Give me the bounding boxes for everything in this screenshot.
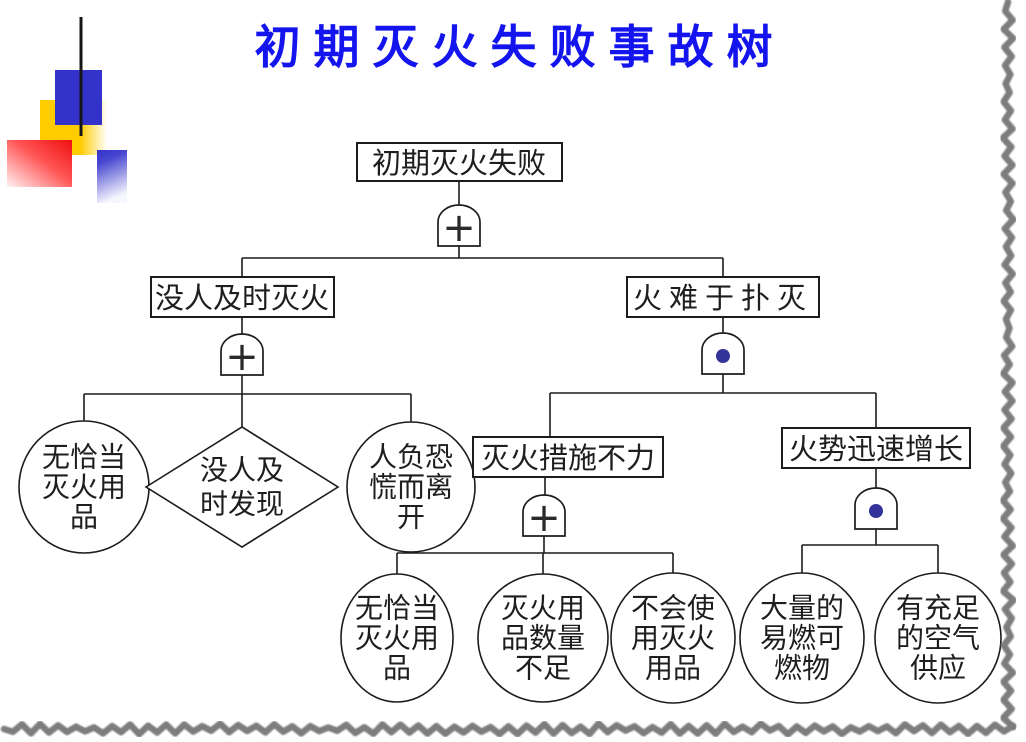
and-gate-dot-icon bbox=[869, 504, 883, 518]
event-label-line: 慌而离 bbox=[369, 471, 453, 504]
deco-red-square bbox=[7, 140, 72, 187]
event-label: 火难于扑灭 bbox=[633, 281, 813, 315]
event-label-line: 没人及 bbox=[200, 454, 284, 487]
connector bbox=[396, 477, 674, 575]
node-fire-grows-rapidly: 火势迅速增长 bbox=[781, 427, 971, 469]
node-fire-hard-to-extinguish: 火难于扑灭 bbox=[626, 276, 820, 318]
node-no-one-discovers-in-time: 没人及 时发现 bbox=[144, 426, 340, 548]
event-label-line: 品 bbox=[70, 501, 98, 534]
event-label: 灭火措施不力 bbox=[481, 441, 655, 475]
undeveloped-event-diamond bbox=[144, 426, 340, 548]
event-label-line: 无恰当 bbox=[355, 592, 439, 625]
gate-shape bbox=[220, 333, 264, 376]
gate-shape bbox=[522, 494, 566, 537]
basic-event-circle bbox=[874, 572, 1002, 704]
event-box bbox=[781, 427, 971, 469]
node-no-proper-equipment-b: 无恰当 灭火用 品 bbox=[340, 573, 454, 703]
event-box bbox=[472, 436, 664, 478]
event-label-line: 灭火用 bbox=[42, 471, 126, 504]
node-measures-ineffective: 灭火措施不力 bbox=[472, 436, 664, 478]
event-box bbox=[356, 142, 563, 182]
node-equipment-quantity-insufficient: 灭火用 品数量 不足 bbox=[477, 573, 609, 703]
basic-event-circle bbox=[346, 421, 476, 553]
event-label-line: 大量的 bbox=[760, 592, 844, 625]
or-symbol: + bbox=[225, 334, 259, 380]
deco-blue-square bbox=[55, 70, 102, 125]
node-sufficient-air-supply: 有充足 的空气 供应 bbox=[874, 572, 1002, 704]
event-label-line: 品数量 bbox=[501, 622, 585, 655]
basic-event-circle bbox=[739, 572, 865, 704]
event-label-line: 有充足 bbox=[896, 592, 980, 625]
connector bbox=[801, 468, 939, 575]
event-label-line: 灭火用 bbox=[501, 592, 585, 625]
connector bbox=[549, 317, 877, 437]
node-person-panics-and-leaves: 人负恐 慌而离 开 bbox=[346, 421, 476, 553]
event-label-line: 用灭火 bbox=[631, 622, 715, 655]
event-label-line: 人负恐 bbox=[369, 441, 453, 474]
connectors bbox=[83, 181, 939, 575]
or-symbol: + bbox=[442, 205, 476, 251]
event-box bbox=[626, 276, 820, 318]
basic-event-circle bbox=[610, 572, 736, 704]
or-symbol: + bbox=[527, 495, 561, 541]
event-label-line: 燃物 bbox=[774, 652, 830, 685]
or-gate-icon: + bbox=[437, 204, 481, 251]
event-label-line: 不足 bbox=[515, 652, 571, 685]
event-label-line: 无恰当 bbox=[42, 441, 126, 474]
basic-event-circle bbox=[477, 573, 609, 703]
event-label-line: 的空气 bbox=[896, 622, 980, 655]
event-label-line: 品 bbox=[383, 652, 411, 685]
node-top-event: 初期灭火失败 bbox=[356, 142, 563, 182]
or-gate-icon: + bbox=[522, 494, 566, 541]
event-label: 火势迅速增长 bbox=[789, 432, 963, 466]
gate-shape bbox=[437, 204, 481, 247]
event-label-line: 易燃可 bbox=[760, 622, 844, 655]
and-gate-icon bbox=[701, 332, 745, 375]
node-cannot-use-equipment: 不会使 用灭火 用品 bbox=[610, 572, 736, 704]
event-label-line: 不会使 bbox=[631, 592, 715, 625]
event-label-line: 时发现 bbox=[200, 488, 284, 521]
corner-decoration bbox=[7, 17, 1004, 203]
connector bbox=[241, 246, 724, 277]
and-gate-dot-icon bbox=[716, 349, 730, 363]
and-gate-icon bbox=[854, 487, 898, 530]
node-no-one-puts-out-fire: 没人及时灭火 bbox=[150, 276, 335, 318]
torn-edge-bottom bbox=[0, 720, 1017, 738]
event-label-line: 灭火用 bbox=[355, 622, 439, 655]
event-box bbox=[150, 276, 335, 318]
torn-edge-right bbox=[999, 0, 1017, 731]
basic-event-circle bbox=[340, 573, 454, 703]
deco-blue-gradient-bar bbox=[97, 150, 127, 203]
or-gate-icon: + bbox=[220, 333, 264, 380]
connector bbox=[83, 317, 412, 428]
slide-title: 初期灭火失败事故树 bbox=[255, 20, 786, 74]
event-label: 初期灭火失败 bbox=[372, 146, 546, 180]
event-label-line: 开 bbox=[397, 501, 425, 534]
node-no-proper-equipment-a: 无恰当 灭火用 品 bbox=[18, 420, 150, 554]
event-label-line: 用品 bbox=[645, 652, 701, 685]
event-label: 没人及时灭火 bbox=[155, 281, 329, 315]
node-lots-of-combustibles: 大量的 易燃可 燃物 bbox=[739, 572, 865, 704]
event-label-line: 供应 bbox=[910, 652, 966, 685]
